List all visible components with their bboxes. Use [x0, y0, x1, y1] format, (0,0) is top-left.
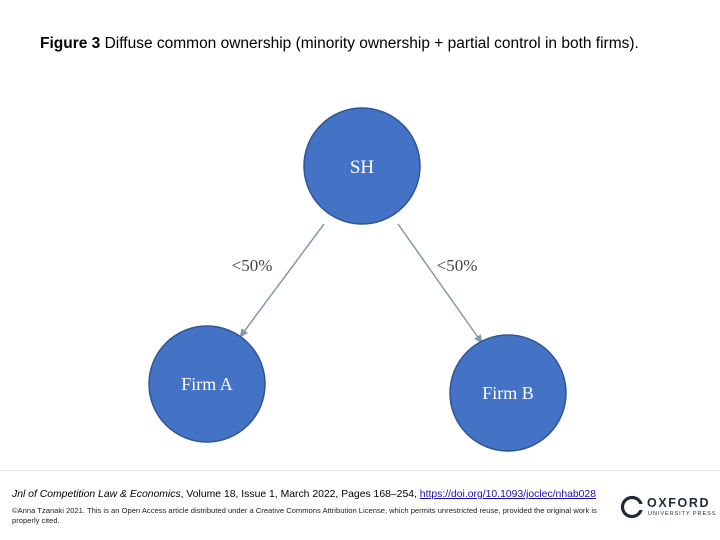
node-label-firm-b: Firm B — [482, 383, 534, 403]
figure-caption: Diffuse common ownership (minority owner… — [100, 35, 639, 52]
node-label-sh: SH — [350, 157, 375, 178]
ownership-diagram: <50% <50% SH Firm A Firm B — [148, 107, 567, 452]
journal-name: Jnl of Competition Law & Economics — [12, 489, 181, 500]
edge-sh-to-firm-a — [239, 223, 325, 338]
figure-label: Figure 3 — [40, 35, 101, 52]
edge-label-firm-a: <50% — [232, 256, 273, 275]
node-firm-a — [148, 325, 266, 443]
node-sh — [303, 107, 421, 225]
edge-label-firm-b: <50% — [437, 256, 478, 275]
footer-divider — [0, 470, 720, 471]
edge-sh-to-firm-b — [397, 223, 483, 344]
oxford-wordmark: OXFORD — [647, 496, 711, 510]
oxford-emblem-icon — [620, 495, 644, 519]
node-label-firm-a: Firm A — [181, 374, 233, 394]
citation-details: , Volume 18, Issue 1, March 2022, Pages … — [180, 489, 420, 500]
doi-link[interactable]: https://doi.org/10.1093/joclec/nhab028 — [419, 489, 596, 500]
license-text: ©Anna Tzanaki 2021. This is an Open Acce… — [12, 506, 597, 525]
oxford-logo: OXFORD UNIVERSITY PRESS — [620, 492, 715, 522]
figure-title: Figure 3 Diffuse common ownership (minor… — [40, 34, 700, 54]
citation: Jnl of Competition Law & Economics, Volu… — [12, 488, 612, 501]
oxford-subtitle: UNIVERSITY PRESS — [648, 511, 717, 517]
node-firm-b — [449, 334, 567, 452]
